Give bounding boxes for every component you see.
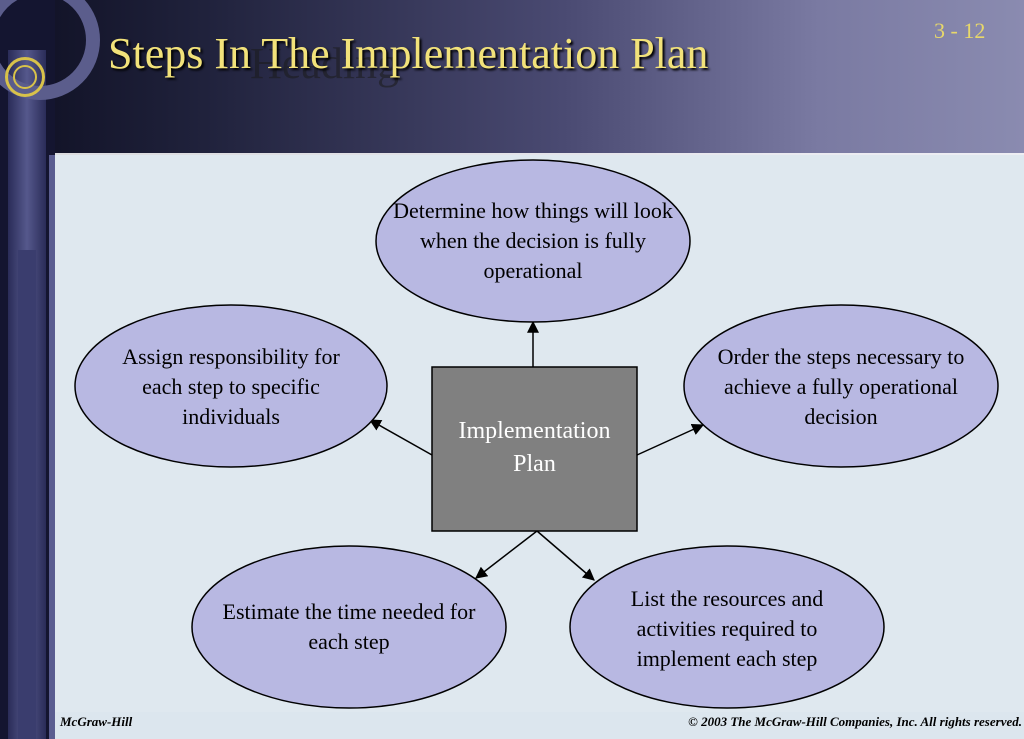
slide-number: 3 - 12 — [934, 18, 986, 43]
slide-title: Steps In The Implementation Plan — [108, 29, 709, 78]
ghost-heading: Heading — [250, 39, 400, 88]
node-right: Order the steps necessary to achieve a f… — [717, 344, 965, 429]
node-right-shape — [683, 304, 999, 468]
footer-publisher: McGraw-Hill — [60, 714, 133, 729]
node-top: Determine how things will look when the … — [393, 198, 673, 283]
left-edge-bar — [49, 155, 55, 739]
center-box-shape — [431, 366, 638, 532]
center-label: Implementation Plan — [458, 418, 611, 477]
header-divider — [55, 153, 1024, 155]
node-top-shape — [375, 159, 691, 323]
connector-bottom-left — [475, 530, 538, 579]
target-ring-icon — [5, 57, 45, 97]
connector-left — [368, 419, 433, 456]
connector-right — [636, 424, 705, 456]
left-decor-stripe-inner — [18, 250, 36, 739]
footer-copyright: © 2003 The McGraw-Hill Companies, Inc. A… — [688, 714, 1022, 729]
slide-header — [0, 0, 1024, 155]
node-left: Assign responsibility for each step to s… — [122, 344, 340, 429]
node-bottom-right-shape — [569, 545, 885, 709]
connector-bottom-right — [536, 530, 595, 581]
node-bottom-right: List the resources and activities requir… — [630, 586, 824, 671]
node-bottom-left: Estimate the time needed for each step — [222, 599, 476, 654]
node-left-shape — [74, 304, 388, 468]
node-bottom-left-shape — [191, 545, 507, 709]
